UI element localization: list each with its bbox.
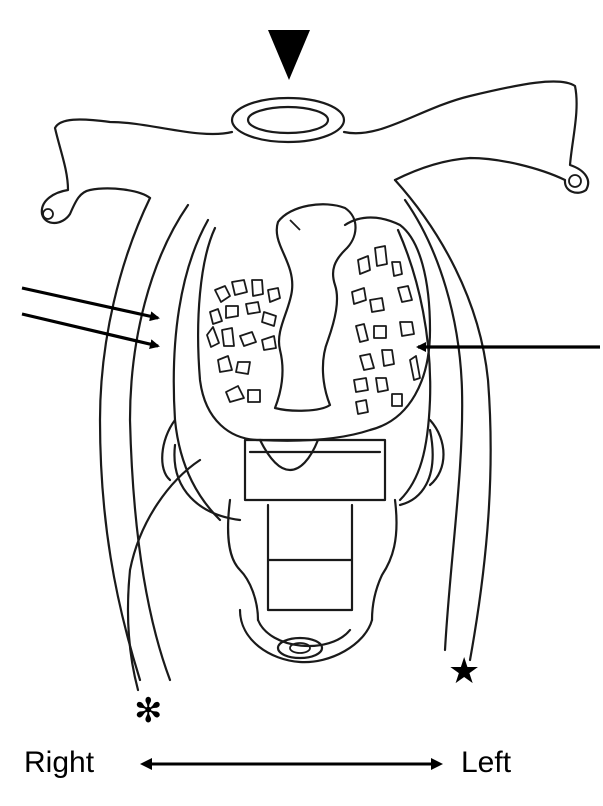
central-ring <box>232 98 344 142</box>
lower-bowl <box>174 430 432 520</box>
left-lung-cells <box>352 246 420 414</box>
central-heart-shape <box>275 204 356 410</box>
lower-column <box>228 500 396 620</box>
right-label: Right <box>24 748 94 778</box>
asterisk-symbol: ✻ <box>134 694 163 728</box>
right-wing-ring <box>569 175 581 187</box>
right-outer-vessel <box>100 198 150 680</box>
lower-cap <box>240 610 372 662</box>
left-wing-ring <box>43 209 53 219</box>
lower-ring <box>278 638 322 658</box>
down-triangle-icon <box>268 30 310 80</box>
left-outer-vessel <box>395 180 491 660</box>
heart-detail <box>290 220 300 230</box>
right-side-lobe <box>162 420 175 480</box>
left-label: Left <box>461 748 511 778</box>
star-symbol: ★ <box>448 654 480 690</box>
right-lung-cells <box>207 280 280 402</box>
outer-wing-outline <box>42 81 588 223</box>
